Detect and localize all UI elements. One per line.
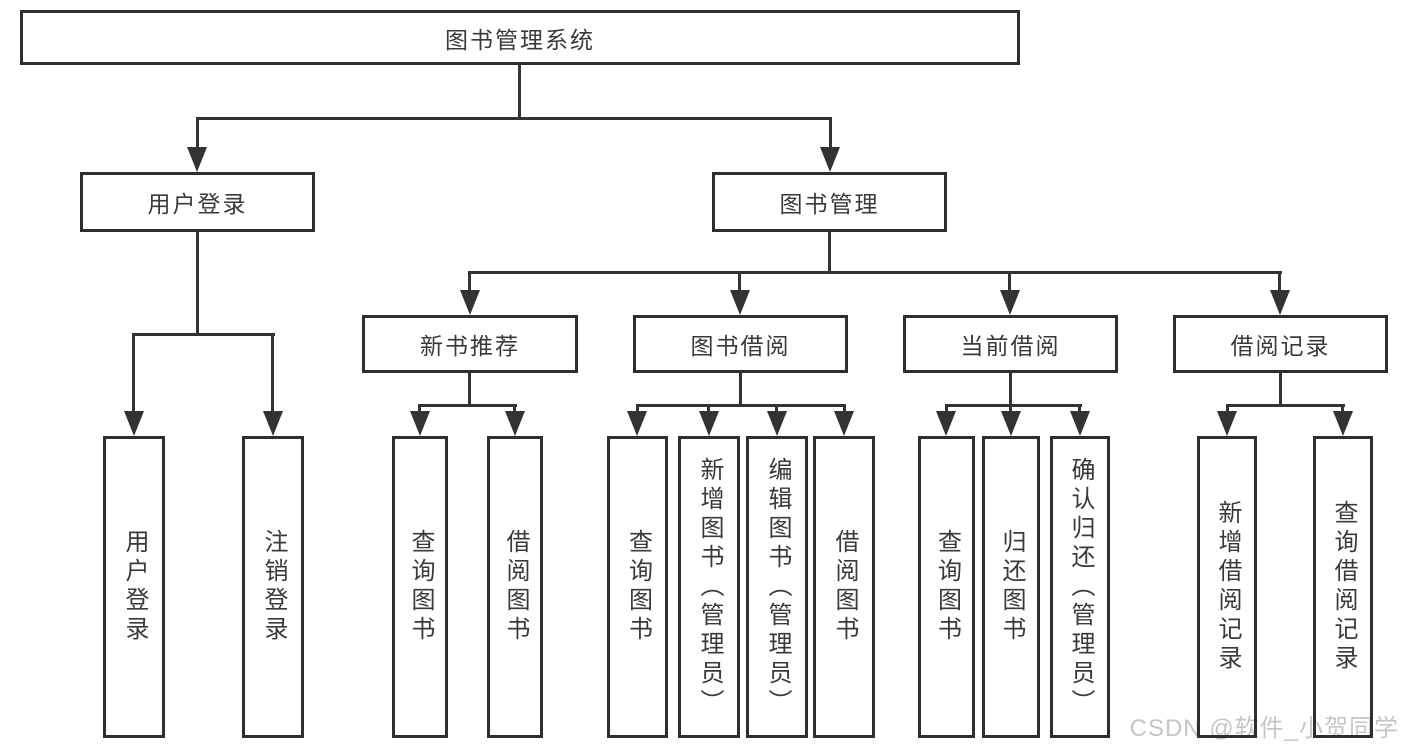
connector-line bbox=[468, 272, 471, 292]
node-label: 查询图书 bbox=[624, 529, 652, 645]
connector-line bbox=[418, 405, 421, 414]
connector-line bbox=[1226, 405, 1229, 414]
node-label: 图书借阅 bbox=[690, 333, 791, 359]
leaf-edit-books-admin: 编辑图书（管理员） bbox=[746, 436, 808, 738]
node-label: 当前借阅 bbox=[960, 333, 1061, 359]
node-label: 注销登录 bbox=[260, 529, 287, 645]
leaf-logout: 注销登录 bbox=[242, 436, 304, 738]
leaf-confirm-return-admin: 确认归还（管理员） bbox=[1050, 436, 1110, 738]
connector-line bbox=[945, 405, 948, 414]
connector-line bbox=[828, 232, 831, 274]
leaf-add-books-admin: 新增图书（管理员） bbox=[678, 436, 740, 738]
arrow-down-icon bbox=[263, 411, 283, 436]
arrow-down-icon bbox=[1000, 290, 1020, 315]
connector-line bbox=[1078, 405, 1081, 414]
connector-line bbox=[418, 404, 517, 407]
node-label: 查询图书 bbox=[407, 529, 434, 645]
connector-line bbox=[513, 405, 516, 414]
node-label: 确认归还（管理员） bbox=[1067, 456, 1094, 718]
connector-line bbox=[1008, 272, 1011, 292]
arrow-down-icon bbox=[460, 290, 480, 315]
connector-line bbox=[1341, 405, 1344, 414]
node-label: 归还图书 bbox=[998, 529, 1025, 645]
node-label: 借阅记录 bbox=[1230, 333, 1331, 359]
arrow-down-icon bbox=[1070, 411, 1090, 436]
leaf-borrow-books-recommend: 借阅图书 bbox=[487, 436, 543, 738]
connector-line bbox=[843, 405, 846, 414]
arrow-down-icon bbox=[767, 411, 787, 436]
node-label: 查询借阅记录 bbox=[1330, 500, 1357, 674]
connector-line bbox=[468, 373, 471, 407]
connector-line bbox=[1279, 373, 1282, 407]
node-book-borrow: 图书借阅 bbox=[633, 315, 848, 373]
node-label: 新增图书（管理员） bbox=[696, 456, 723, 718]
arrow-down-icon bbox=[1001, 411, 1021, 436]
connector-line bbox=[1278, 272, 1281, 292]
arrow-down-icon bbox=[1217, 411, 1237, 436]
arrow-down-icon bbox=[730, 290, 750, 315]
leaf-query-books-current: 查询图书 bbox=[918, 436, 975, 738]
arrow-down-icon bbox=[1270, 290, 1290, 315]
connector-line bbox=[707, 405, 710, 414]
connector-line bbox=[132, 333, 275, 336]
leaf-borrow-books: 借阅图书 bbox=[813, 436, 875, 738]
arrow-down-icon bbox=[410, 411, 430, 436]
arrow-down-icon bbox=[834, 411, 854, 436]
connector-line bbox=[1226, 404, 1345, 407]
arrow-down-icon bbox=[187, 147, 207, 172]
node-label: 图书管理 bbox=[779, 191, 880, 217]
node-label: 新书推荐 bbox=[420, 333, 520, 359]
leaf-add-borrow-record: 新增借阅记录 bbox=[1197, 436, 1257, 738]
connector-line bbox=[945, 404, 1082, 407]
connector-line bbox=[271, 334, 274, 413]
node-label: 借阅图书 bbox=[502, 529, 529, 645]
node-label: 图书管理系统 bbox=[445, 26, 595, 53]
arrow-down-icon bbox=[627, 411, 647, 436]
connector-line bbox=[196, 232, 199, 336]
connector-line bbox=[518, 65, 521, 120]
leaf-query-borrow-record: 查询借阅记录 bbox=[1313, 436, 1373, 738]
connector-line bbox=[775, 405, 778, 414]
node-user-login: 用户登录 bbox=[80, 172, 315, 232]
leaf-query-books-borrow: 查询图书 bbox=[607, 436, 668, 738]
node-book-management: 图书管理 bbox=[712, 172, 947, 232]
node-new-book-recommend: 新书推荐 bbox=[362, 315, 578, 373]
node-borrow-records: 借阅记录 bbox=[1173, 315, 1388, 373]
arrow-down-icon bbox=[1333, 411, 1353, 436]
connector-line bbox=[1009, 373, 1012, 407]
arrow-down-icon bbox=[820, 147, 840, 172]
arrow-down-icon bbox=[505, 411, 525, 436]
connector-line bbox=[196, 117, 832, 120]
connector-line bbox=[132, 334, 135, 413]
node-label: 新增借阅记录 bbox=[1214, 500, 1241, 674]
arrow-down-icon bbox=[124, 411, 144, 436]
connector-line bbox=[468, 271, 1282, 274]
node-label: 编辑图书（管理员） bbox=[764, 456, 791, 718]
connector-line bbox=[1009, 405, 1012, 414]
connector-line bbox=[829, 118, 832, 149]
leaf-query-books-recommend: 查询图书 bbox=[392, 436, 448, 738]
connector-line bbox=[738, 272, 741, 292]
leaf-user-login: 用户登录 bbox=[103, 436, 165, 738]
leaf-return-books: 归还图书 bbox=[982, 436, 1040, 738]
connector-line bbox=[196, 118, 199, 149]
arrow-down-icon bbox=[936, 411, 956, 436]
connector-line bbox=[636, 404, 846, 407]
connector-line bbox=[636, 405, 639, 414]
node-current-borrow: 当前借阅 bbox=[903, 315, 1118, 373]
node-label: 借阅图书 bbox=[831, 529, 858, 645]
node-label: 用户登录 bbox=[121, 529, 148, 645]
node-library-management-system: 图书管理系统 bbox=[20, 10, 1020, 65]
connector-line bbox=[739, 373, 742, 407]
arrow-down-icon bbox=[699, 411, 719, 436]
node-label: 用户登录 bbox=[147, 191, 248, 217]
node-label: 查询图书 bbox=[933, 529, 961, 645]
